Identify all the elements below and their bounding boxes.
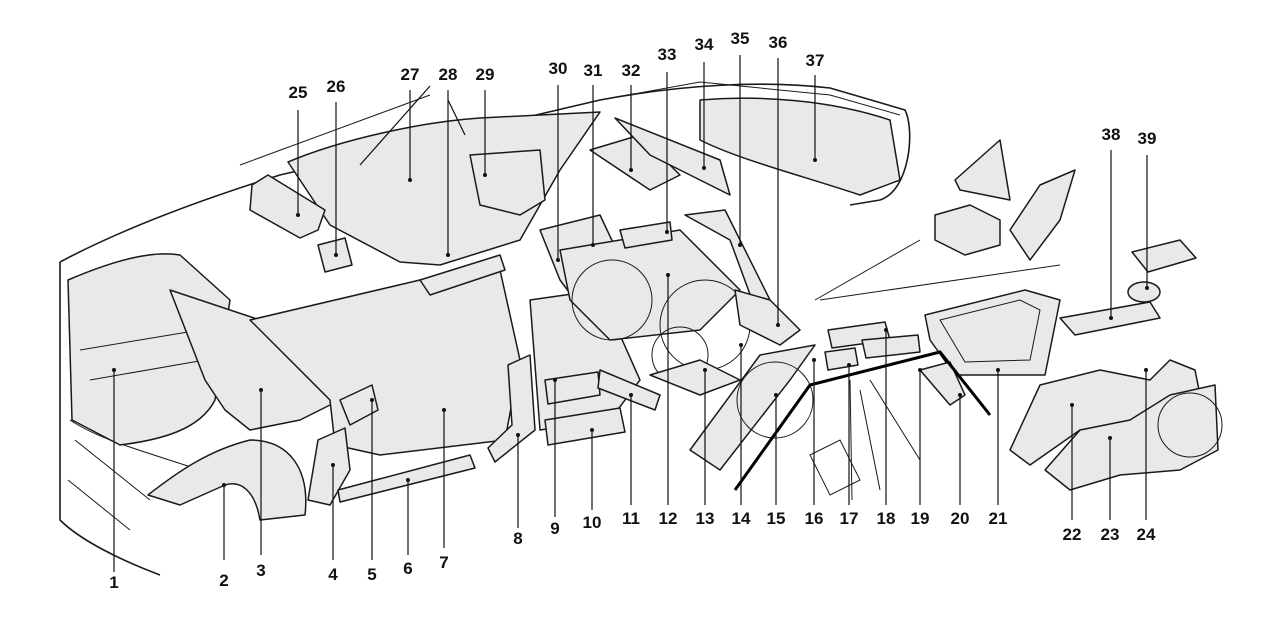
b-pillar-lower-trim (544, 371, 601, 405)
callout-31: 31 (584, 61, 603, 80)
jack-bracket (1009, 169, 1076, 261)
callout-labels: 1 2 3 4 5 6 7 8 9 10 11 12 13 14 15 16 1… (109, 29, 1156, 592)
trunk-mat-inner (939, 299, 1041, 363)
callout-30: 30 (549, 59, 568, 78)
callout-13: 13 (696, 509, 715, 528)
callout-7: 7 (439, 553, 448, 572)
callout-17: 17 (840, 509, 859, 528)
package-tray (559, 229, 741, 341)
callout-38: 38 (1102, 125, 1121, 144)
c-pillar-lower-trim (597, 369, 661, 411)
callout-6: 6 (403, 559, 412, 578)
callout-12: 12 (659, 509, 678, 528)
callout-11: 11 (622, 509, 640, 528)
wheel-arch-ring (1157, 392, 1223, 458)
rear-side-panel-trim (1044, 384, 1219, 491)
hood-insulation-ribs (79, 329, 206, 381)
trunk-weatherstrip (733, 350, 992, 491)
trunk-rail-trim (619, 221, 673, 249)
leader-lines (112, 55, 1149, 572)
callout-18: 18 (877, 509, 896, 528)
callout-36: 36 (769, 33, 788, 52)
callout-2: 2 (219, 571, 228, 590)
jack-cap (1127, 281, 1161, 303)
callout-34: 34 (695, 35, 714, 54)
callout-8: 8 (513, 529, 522, 548)
rear-quarter-trim (734, 289, 801, 346)
car-body-outline (59, 81, 911, 576)
callout-28: 28 (439, 65, 458, 84)
a-pillar-upper-trim (339, 384, 379, 426)
trunk-floor-trim (649, 359, 741, 396)
trunk-trim-small-c (824, 347, 859, 371)
callout-4: 4 (328, 565, 338, 584)
callout-19: 19 (911, 509, 930, 528)
callout-26: 26 (327, 77, 346, 96)
trunk-side-panel (689, 344, 816, 471)
callout-16: 16 (805, 509, 824, 528)
sun-visor (249, 174, 326, 239)
callout-25: 25 (289, 83, 308, 102)
grille-pad (1131, 239, 1197, 273)
callout-10: 10 (583, 513, 602, 532)
callout-14: 14 (732, 509, 751, 528)
callout-29: 29 (476, 65, 495, 84)
headliner (287, 111, 601, 266)
callout-22: 22 (1063, 525, 1082, 544)
trunk-ghost-panel (809, 439, 861, 496)
rear-shelf-strip (614, 117, 731, 196)
callout-9: 9 (550, 519, 559, 538)
b-pillar-trim (487, 354, 536, 463)
trunk-side-ring (736, 361, 814, 439)
callout-24: 24 (1137, 525, 1156, 544)
trunk-panel-lines (849, 379, 921, 501)
front-sill-plate (337, 454, 476, 503)
trunk-bracket (919, 361, 966, 406)
a-pillar-lower-trim (307, 427, 351, 506)
callout-23: 23 (1101, 525, 1120, 544)
callout-32: 32 (622, 61, 641, 80)
trunk-trim-small-b (861, 334, 921, 359)
callout-20: 20 (951, 509, 970, 528)
triangle-holder (954, 139, 1011, 201)
callout-15: 15 (767, 509, 786, 528)
rear-wheel-house-trim (1009, 359, 1201, 466)
callout-5: 5 (367, 565, 376, 584)
roof-side-rail-trim (419, 254, 506, 296)
tool-box (934, 204, 1001, 256)
callout-27: 27 (401, 65, 420, 84)
trunk-lid-insulation (699, 97, 901, 196)
quarter-trim (469, 149, 546, 216)
callout-3: 3 (256, 561, 265, 580)
rear-shelf-panel (589, 134, 681, 191)
trunk-mat-frame (924, 289, 1061, 376)
callout-35: 35 (731, 29, 750, 48)
callout-1: 1 (109, 573, 118, 592)
callout-39: 39 (1138, 129, 1157, 148)
callout-37: 37 (806, 51, 825, 70)
pointer-lines (814, 239, 1061, 301)
speaker-ring-left (571, 259, 653, 341)
callout-33: 33 (658, 45, 677, 64)
callout-21: 21 (989, 509, 1008, 528)
rear-sill-plate (544, 407, 626, 446)
fender-liner (147, 439, 307, 521)
